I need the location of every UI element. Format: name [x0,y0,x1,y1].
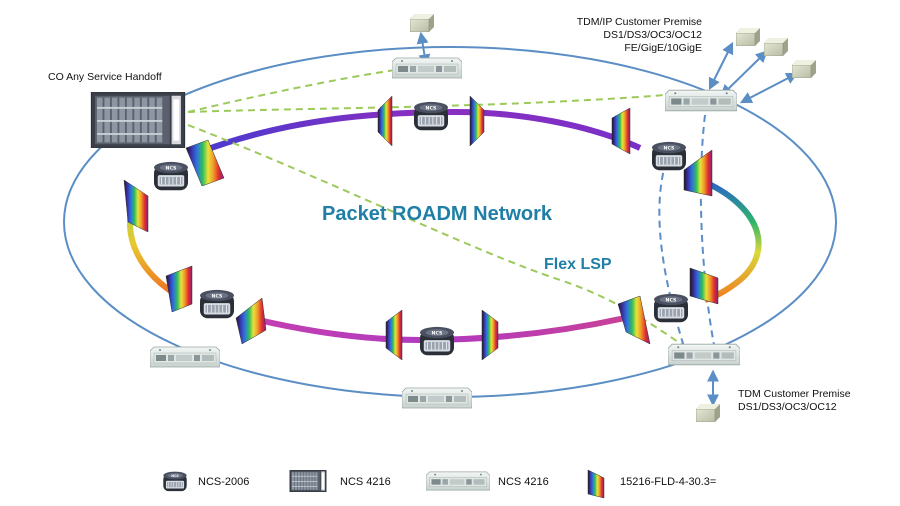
ncs2006-top [413,101,449,131]
legend-label-roadm-filter: 15216-FLD-4-30.3= [620,476,717,488]
premise-box-right-2 [764,38,788,56]
tdm-premise-label: TDM Customer Premise DS1/DS3/OC3/OC12 [738,388,851,414]
ncs4216-node-bottom-left [150,346,220,368]
legend-ncs4216-node-icon [426,471,490,491]
tdm-ip-premise-line-1: TDM/IP Customer Premise [576,16,702,28]
tdm-premise-line-1: TDM Customer Premise [738,388,851,400]
legend-ncs2006-icon [162,471,188,492]
ncs4216-node-top [392,57,462,79]
legend-label-ncs2006: NCS-2006 [198,476,250,488]
top-lambda-segment [198,108,642,155]
legend-label-ncs4216-chassis: NCS 4216 [340,476,391,488]
tdm-ip-premise-line-3: FE/GigE/10GigE [624,42,702,54]
premise-box-bottom [696,404,720,422]
ncs2006-bottom [419,326,455,356]
ncs2006-left-top [153,161,189,191]
tdm-premise-line-2: DS1/DS3/OC3/OC12 [738,401,837,413]
ncs2006-left-bottom [199,289,235,319]
ncs4216-node-bottom [402,387,472,409]
access-arrows [416,31,799,407]
network-title: Packet ROADM Network [322,203,553,225]
premise-box-right-3 [792,60,816,78]
tdm-ip-premise-label: TDM/IP Customer Premise DS1/DS3/OC3/OC12… [577,16,702,55]
flex-lsp-label: Flex LSP [544,256,612,273]
tdm-ip-premise-line-2: DS1/DS3/OC3/OC12 [603,29,702,41]
premise-box-top [410,14,434,32]
ncs4216-chassis-co [90,92,186,148]
ncs4216-node-bottom-right [668,343,740,366]
roadm-filters [123,95,719,361]
legend-ncs4216-chassis-icon [289,470,327,492]
premise-box-right-1 [736,28,760,46]
legend-roadm-filter-icon [587,469,605,499]
flex-lsp-path [187,69,691,351]
ncs4216-node-top-right [665,89,737,112]
legend-label-ncs4216-node: NCS 4216 [498,476,549,488]
ncs2006-right-top [651,141,687,171]
co-handoff-label: CO Any Service Handoff [48,71,162,83]
ncs2006-right-bottom [653,293,689,323]
